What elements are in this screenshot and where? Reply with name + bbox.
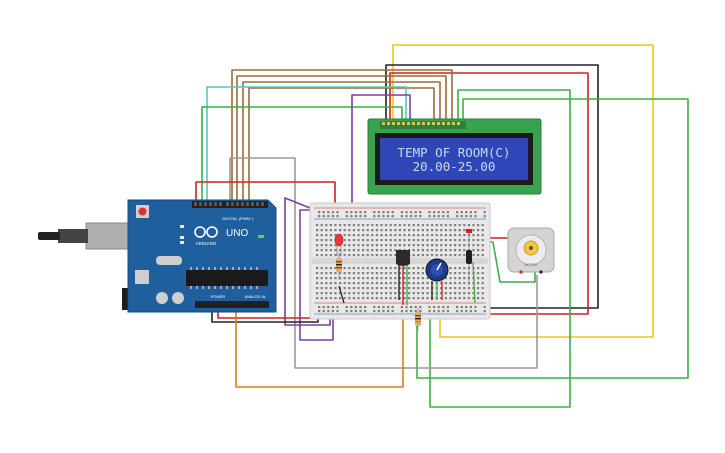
uno-logo-text: UNO <box>226 228 248 239</box>
lcd-module: TEMP OF ROOM(C) 20.00-25.00 <box>367 118 542 195</box>
wire-black[interactable] <box>385 64 599 309</box>
power-label: POWER <box>211 295 226 299</box>
arduino-uno: DIGITAL (PWM~) ARDUINO UNO <box>38 199 277 313</box>
arduino-logo: ARDUINO <box>194 226 218 246</box>
capacitor-2 <box>172 292 184 304</box>
lcd-pin-header <box>380 121 466 129</box>
potentiometer[interactable] <box>425 258 449 300</box>
analog-label: ANALOG IN <box>245 295 266 299</box>
motor-terminal-pos[interactable] <box>519 270 523 274</box>
digital-header <box>192 201 268 208</box>
led-on <box>258 235 264 238</box>
wire-purple-top[interactable] <box>351 94 411 215</box>
temperature-sensor[interactable] <box>396 250 410 305</box>
resistor-2[interactable] <box>466 229 472 285</box>
wire-brown-1[interactable] <box>231 69 453 200</box>
atmega-chip <box>186 270 268 286</box>
lcd-line-2: 20.00-25.00 <box>413 159 496 174</box>
wire-yellow[interactable] <box>392 44 654 338</box>
power-analog-header <box>195 301 269 308</box>
led-l <box>180 225 184 228</box>
wire-purple-left-2[interactable] <box>299 209 334 341</box>
usb-cable <box>58 229 88 243</box>
resistor-3[interactable] <box>415 308 421 330</box>
lcd-screen <box>380 138 528 180</box>
wire-cyan[interactable] <box>206 86 407 200</box>
wire-purple-left[interactable] <box>284 197 331 326</box>
lcd-line-1: TEMP OF ROOM(C) <box>398 145 511 160</box>
wire-green-right[interactable] <box>416 98 689 379</box>
wire-green-right-2[interactable] <box>429 89 571 408</box>
regulator <box>135 270 149 284</box>
motor-terminal-neg[interactable] <box>539 270 543 274</box>
led-tx <box>180 236 184 239</box>
red-led[interactable] <box>334 233 344 256</box>
arduino-brand: ARDUINO <box>196 241 217 246</box>
resistor-1[interactable] <box>336 253 342 280</box>
wire-brown-3[interactable] <box>242 81 441 200</box>
wire-orange[interactable] <box>235 300 404 388</box>
led-rx <box>180 241 184 244</box>
wire-gray[interactable] <box>229 157 538 369</box>
usb-plug <box>38 232 60 240</box>
motor-label: MOTOR <box>525 263 538 267</box>
wire-red-top[interactable] <box>389 72 589 315</box>
dc-motor[interactable]: MOTOR <box>507 227 555 274</box>
crystal <box>156 256 182 265</box>
reset-button-cap[interactable] <box>138 207 147 216</box>
wire-green-left[interactable] <box>201 106 403 200</box>
capacitor-1 <box>156 292 168 304</box>
wire-brown-4[interactable] <box>248 87 435 200</box>
digital-label: DIGITAL (PWM~) <box>223 216 255 221</box>
wire-brown-2[interactable] <box>236 75 447 200</box>
